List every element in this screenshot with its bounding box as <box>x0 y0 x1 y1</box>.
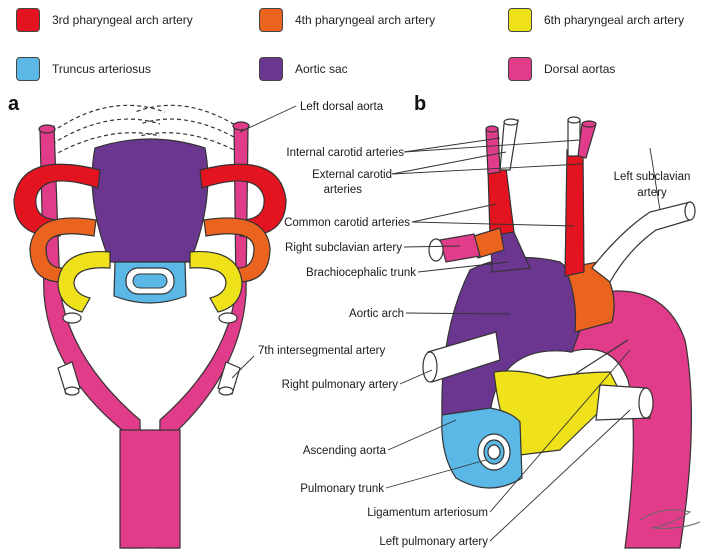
panel-a-letter: a <box>8 93 20 115</box>
label-ligamentum: Ligamentum arteriosum <box>367 507 488 519</box>
aortic-sac-a <box>92 139 208 262</box>
label-internal-carotid: Internal carotid arteries <box>286 147 404 159</box>
label-seventh-intersegmental: 7th intersegmental artery <box>258 345 385 357</box>
label-left-subclavian-1: Left subclavian <box>614 171 691 183</box>
label-external-carotid-2: arteries <box>324 184 363 196</box>
label-brachiocephalic: Brachiocephalic trunk <box>306 267 416 279</box>
panel-a-diagram: a <box>8 93 385 548</box>
right-common-carotid <box>488 168 514 236</box>
label-ascending-aorta: Ascending aorta <box>303 445 387 457</box>
label-left-dorsal-aorta: Left dorsal aorta <box>300 101 384 113</box>
label-left-subclavian-2: artery <box>637 187 667 199</box>
panel-b-diagram: b <box>282 93 700 548</box>
left-common-carotid <box>565 150 584 276</box>
label-common-carotid: Common carotid arteries <box>284 217 410 229</box>
truncus-derivatives-b <box>442 408 522 488</box>
label-left-pulmonary: Left pulmonary artery <box>379 536 488 548</box>
left-subclavian-artery <box>592 202 690 282</box>
label-external-carotid-1: External carotid <box>312 169 392 181</box>
label-aortic-arch: Aortic arch <box>349 308 404 320</box>
panel-b-letter: b <box>414 93 426 115</box>
label-pulmonary-trunk: Pulmonary trunk <box>300 483 384 495</box>
truncus-arteriosus-a <box>114 262 186 303</box>
label-right-pulmonary: Right pulmonary artery <box>282 379 399 391</box>
label-right-subclavian: Right subclavian artery <box>285 242 402 254</box>
leader-left-dorsal-aorta <box>240 106 296 132</box>
